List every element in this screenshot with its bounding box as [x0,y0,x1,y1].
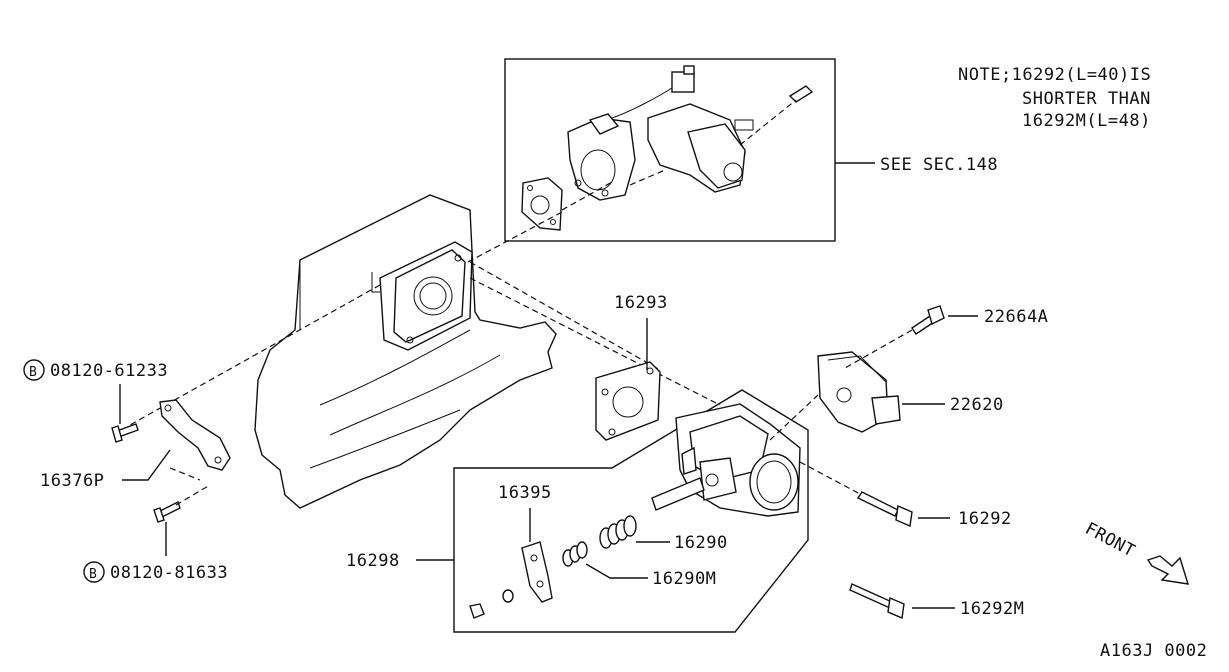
spring-16290M[interactable] [562,541,588,567]
bolt-badge-1 [23,359,45,381]
spring-16290[interactable] [599,515,637,549]
bolt-08120-61233[interactable] [111,423,139,443]
label-16290M[interactable]: 16290M [652,569,716,589]
washer [469,589,514,619]
lever-16395[interactable] [521,541,553,603]
diagram-code: A163J 0002 [1100,641,1207,661]
bracket-16376P[interactable] [159,399,231,471]
intake-manifold [254,194,557,509]
note-line-3: 16292M(L=48) [1022,111,1151,131]
bolt-badge-2 [83,561,105,583]
label-16292M[interactable]: 16292M [960,599,1024,619]
throttle-sensor-22620[interactable] [817,351,901,433]
bolt-08120-81633[interactable] [153,501,181,523]
note-line-2: SHORTER THAN [1022,89,1151,109]
throttle-chamber-group-outline [453,389,809,633]
label-16395[interactable]: 16395 [498,483,552,503]
throttle-gasket-16293[interactable] [595,361,661,441]
label-16292[interactable]: 16292 [958,509,1012,529]
label-see-sec[interactable]: SEE SEC.148 [880,155,998,175]
label-16290[interactable]: 16290 [674,533,728,553]
throttle-body[interactable] [651,403,801,517]
label-16376P[interactable]: 16376P [40,471,104,491]
inset-box [504,58,836,242]
bolt-16292[interactable] [856,491,913,528]
note-line-1: NOTE;16292(L=40)IS [958,65,1151,85]
label-22664A[interactable]: 22664A [984,307,1048,327]
front-arrow-icon [1146,555,1189,585]
badge-letter-2: B [89,567,97,582]
screw-22664A[interactable] [911,305,945,335]
label-16298[interactable]: 16298 [346,551,400,571]
bolt-16292M[interactable] [849,583,905,620]
label-16293[interactable]: 16293 [614,293,668,313]
badge-letter-1: B [29,365,37,380]
front-label: FRONT [1082,519,1139,562]
label-22620[interactable]: 22620 [950,395,1004,415]
label-08120-61233[interactable]: 08120-61233 [50,361,168,381]
label-08120-81633[interactable]: 08120-81633 [110,563,228,583]
